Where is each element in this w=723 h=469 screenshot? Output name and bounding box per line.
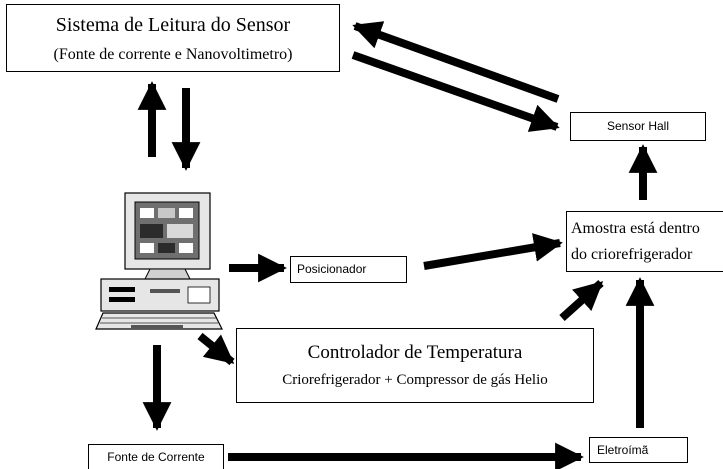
sensor-reading-system-box: Sistema de Leitura do Sensor (Fonte de c… <box>6 4 340 72</box>
arrow-reading-system-to-hall-sensor <box>351 51 560 132</box>
temperature-controller-box: Controlador de Temperatura Criorefrigera… <box>236 328 594 403</box>
computer-icon <box>95 192 223 330</box>
arrow-positioner-to-sample <box>423 233 563 270</box>
positioner-label: Posicionador <box>297 262 367 276</box>
temperature-controller-title: Controlador de Temperatura <box>307 342 523 363</box>
sample-line-1: Amostra está dentro <box>571 220 700 237</box>
arrow-temperature-controller-to-sample <box>559 280 604 321</box>
arrow-hall-sensor-to-reading-system <box>352 21 560 103</box>
positioner-box: Posicionador <box>290 256 407 283</box>
current-source-box: Fonte de Corrente <box>88 444 224 469</box>
sensor-reading-system-subtitle: (Fonte de corrente e Nanovoltimetro) <box>53 46 293 63</box>
electromagnet-label: Eletroímã <box>597 443 649 457</box>
sensor-reading-system-title: Sistema de Leitura do Sensor <box>55 14 291 36</box>
sample-line-2: do criorefrigerador <box>571 246 693 263</box>
arrow-computer-to-temperature-controller <box>197 332 235 366</box>
hall-sensor-label: Sensor Hall <box>606 119 670 133</box>
sample-box: Amostra está dentro do criorefrigerador <box>566 211 723 272</box>
electromagnet-box: Eletroímã <box>589 437 688 463</box>
current-source-label: Fonte de Corrente <box>107 450 205 464</box>
hall-sensor-box: Sensor Hall <box>570 112 706 141</box>
temperature-controller-subtitle: Criorefrigerador + Compressor de gás Hel… <box>282 372 548 388</box>
